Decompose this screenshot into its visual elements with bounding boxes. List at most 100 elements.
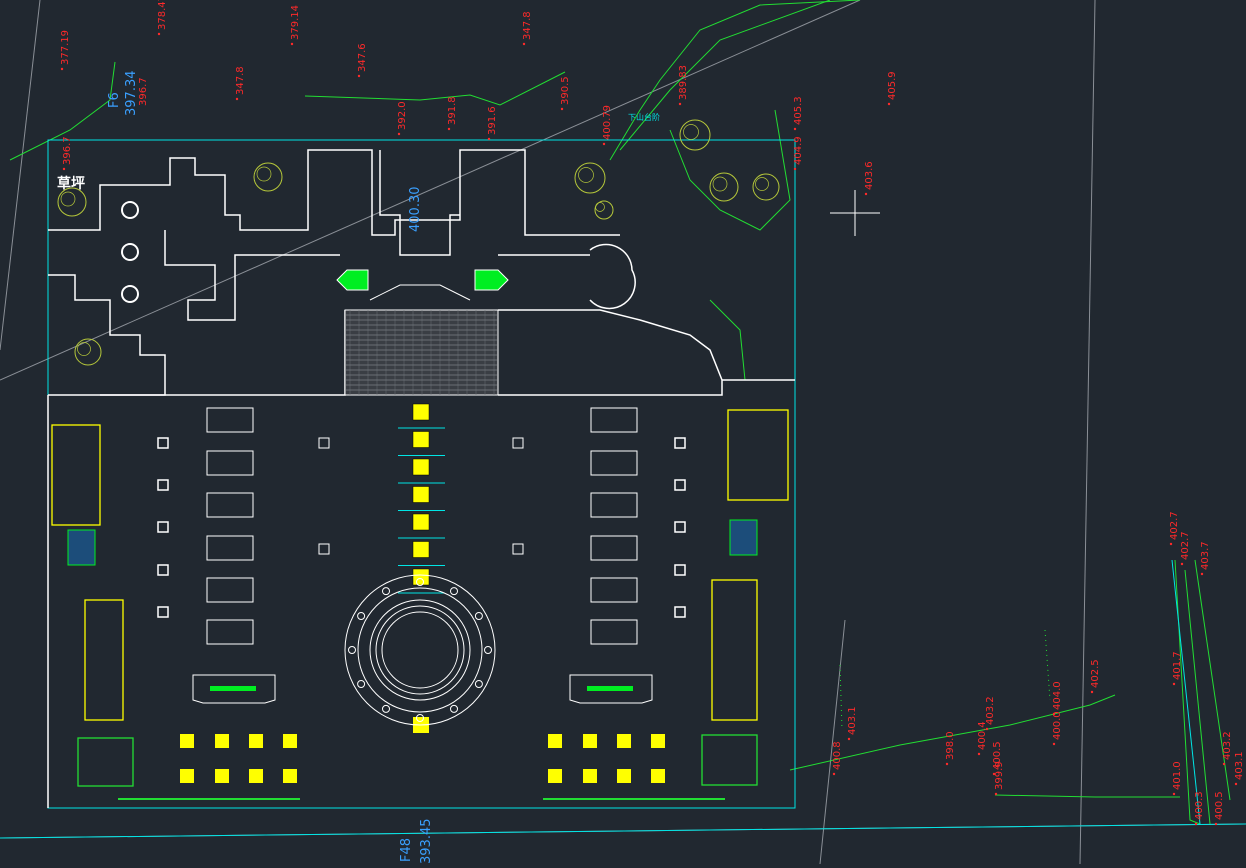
lawn-label: 草坪 bbox=[57, 175, 85, 192]
pool-right bbox=[729, 519, 758, 556]
elevation-point bbox=[290, 42, 294, 46]
elevation-point bbox=[1214, 822, 1218, 826]
elevation-point bbox=[1052, 712, 1056, 716]
elevation-point bbox=[1194, 822, 1198, 826]
amphitheater-ring bbox=[344, 574, 496, 726]
amphitheater-post bbox=[348, 646, 356, 654]
stair-arrow-icon bbox=[336, 269, 369, 291]
station-code-top: F6 bbox=[107, 92, 122, 108]
planter bbox=[569, 674, 653, 704]
elevation-label: 347.8 bbox=[235, 66, 246, 95]
elevation-point bbox=[157, 32, 161, 36]
wall-line bbox=[164, 230, 340, 321]
amphitheater-ring bbox=[381, 611, 459, 689]
planter bbox=[192, 674, 276, 704]
light-post bbox=[318, 543, 330, 555]
side-building bbox=[727, 409, 789, 501]
elevation-point bbox=[864, 192, 868, 196]
tree-icon bbox=[253, 162, 283, 192]
amphitheater-post bbox=[382, 587, 390, 596]
elevation-point bbox=[1052, 742, 1056, 746]
side-building bbox=[51, 424, 101, 526]
parking-pad bbox=[590, 619, 638, 645]
elevation-point bbox=[602, 142, 606, 146]
bollard bbox=[157, 479, 169, 491]
yellow-tile bbox=[180, 734, 194, 748]
elevation-point bbox=[977, 752, 981, 756]
contour-line bbox=[789, 694, 1116, 771]
yellow-tile bbox=[249, 734, 263, 748]
contour-line bbox=[609, 0, 861, 161]
walkway-square bbox=[412, 513, 430, 531]
contour-dotted bbox=[1044, 629, 1051, 701]
contour-line bbox=[619, 0, 831, 151]
elevation-point bbox=[447, 127, 451, 131]
survey-line bbox=[819, 619, 846, 865]
yellow-tile bbox=[215, 769, 229, 783]
tree-icon bbox=[752, 173, 780, 201]
parking-pad bbox=[590, 450, 638, 476]
tree-icon bbox=[574, 162, 606, 194]
elevation-point bbox=[1180, 562, 1184, 566]
contour-line bbox=[1174, 559, 1201, 825]
yellow-tile bbox=[583, 734, 597, 748]
yellow-tile bbox=[180, 769, 194, 783]
planter-bar bbox=[210, 686, 256, 691]
elevation-point bbox=[1222, 762, 1226, 766]
parking-pad bbox=[206, 619, 254, 645]
elevation-label: 403.7 bbox=[1200, 541, 1211, 570]
trees-layer bbox=[57, 119, 780, 366]
tree-icon bbox=[679, 119, 711, 151]
tree-icon bbox=[683, 124, 699, 140]
walkway-square bbox=[412, 431, 430, 448]
parking-pad bbox=[590, 492, 638, 518]
walkway-square bbox=[412, 403, 430, 421]
bollard bbox=[157, 437, 169, 449]
elevation-point bbox=[678, 102, 682, 106]
amphitheater-post bbox=[474, 680, 483, 688]
elevation-label: 379.14 bbox=[290, 5, 301, 40]
elevation-point bbox=[397, 132, 401, 136]
walkway-square bbox=[412, 541, 430, 558]
bollard bbox=[157, 564, 169, 576]
yellow-tile bbox=[617, 734, 631, 748]
parking-pad bbox=[206, 492, 254, 518]
elevation-label: 402.5 bbox=[1090, 659, 1101, 688]
elevation-label: 404.0 bbox=[1052, 681, 1063, 710]
elevation-point bbox=[1234, 782, 1238, 786]
elevation-label: 398.0 bbox=[945, 731, 956, 760]
elevation-point bbox=[945, 762, 949, 766]
light-post bbox=[512, 437, 524, 449]
elevation-point bbox=[1172, 682, 1176, 686]
side-building bbox=[711, 579, 758, 721]
light-post bbox=[512, 543, 524, 555]
wall-line bbox=[100, 310, 346, 396]
road-edge bbox=[0, 823, 1246, 839]
contour-line bbox=[304, 71, 566, 106]
tree-icon bbox=[578, 167, 594, 183]
survey-line bbox=[1079, 0, 1096, 865]
gate-pavilion bbox=[77, 737, 134, 787]
tree-icon bbox=[57, 187, 87, 217]
parking-pad bbox=[590, 407, 638, 433]
round-planter bbox=[121, 243, 139, 261]
elevation-point bbox=[832, 772, 836, 776]
tree-icon bbox=[77, 342, 91, 356]
survey-line bbox=[0, 0, 861, 381]
elevation-point bbox=[560, 107, 564, 111]
bollard bbox=[674, 437, 686, 449]
elevation-point bbox=[60, 67, 64, 71]
amphitheater-post bbox=[450, 587, 458, 596]
tree-icon bbox=[709, 172, 739, 202]
bollard bbox=[674, 564, 686, 576]
tree-icon bbox=[594, 200, 614, 220]
station-value-bottom: 393.45 bbox=[419, 819, 434, 865]
wall-line bbox=[589, 243, 636, 310]
yellow-tile bbox=[249, 769, 263, 783]
tree-icon bbox=[256, 166, 272, 182]
yellow-tile bbox=[548, 734, 562, 748]
yellow-tile bbox=[651, 734, 665, 748]
elevation-label: 347.6 bbox=[357, 43, 368, 72]
